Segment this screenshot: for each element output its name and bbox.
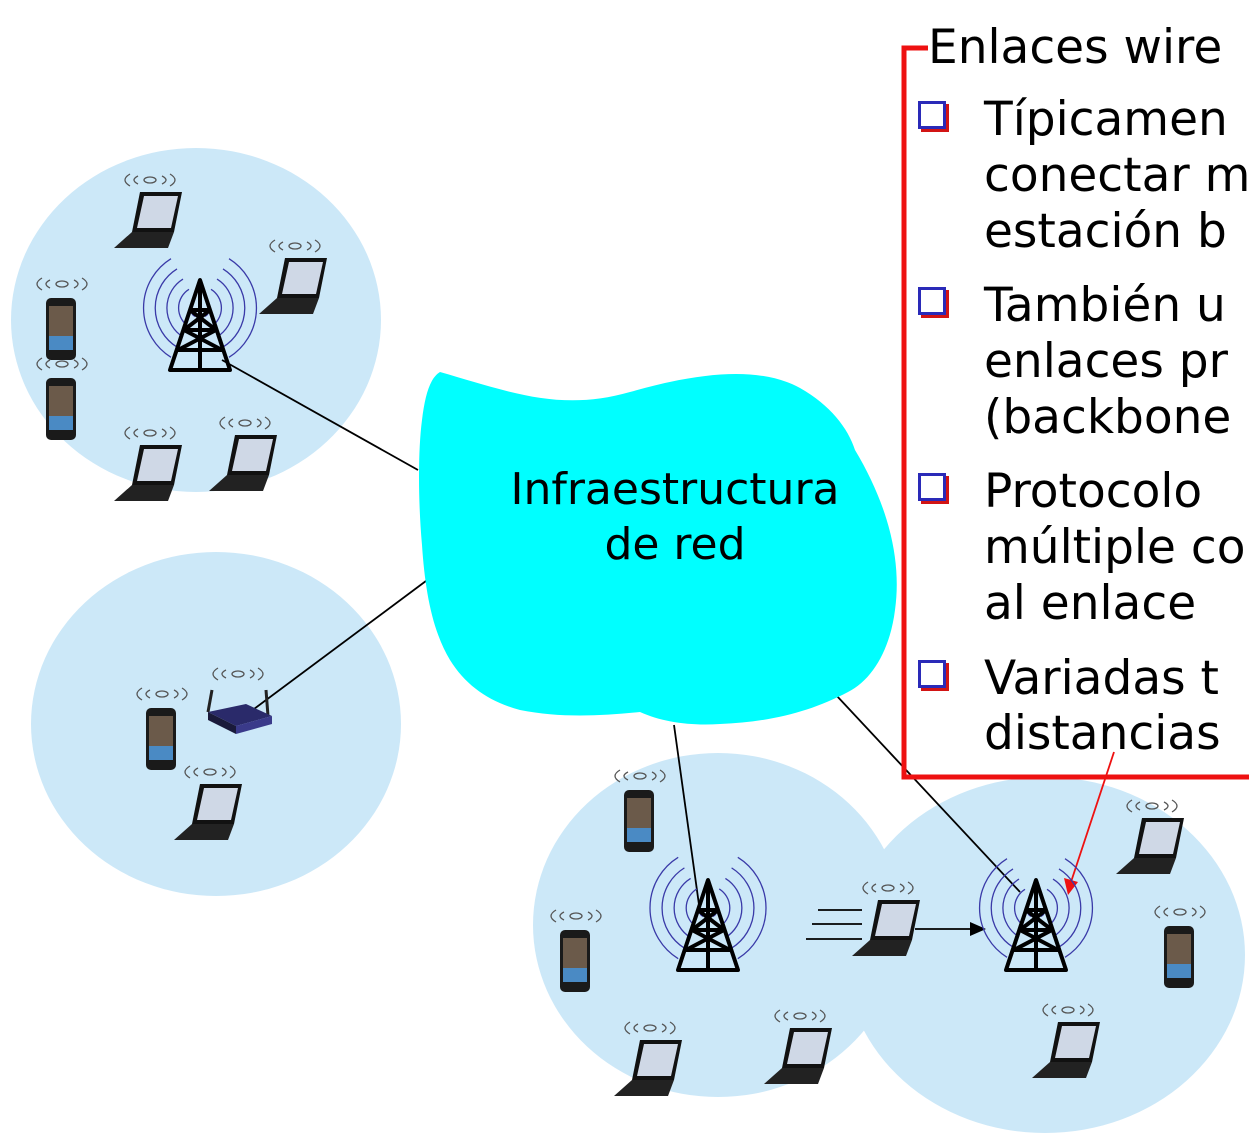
- bullet-2-line-2: enlaces pr: [984, 334, 1228, 389]
- link-br-cloud: [835, 694, 1021, 893]
- wireless-signal-icon: [124, 426, 176, 440]
- smartphone-icon: [36, 357, 88, 440]
- smartphone-icon: [550, 909, 602, 992]
- laptop-icon: [209, 416, 277, 491]
- bullet-4-line-2: distancias: [984, 706, 1221, 761]
- bullet-3-line-3: al enlace: [984, 576, 1197, 631]
- bullet-1-line-2: conectar m: [984, 148, 1249, 203]
- laptop-icon: [114, 173, 182, 248]
- bullet-marker: [918, 101, 946, 129]
- bullet-1-line-3: estación b: [984, 204, 1227, 259]
- mobility-indicator: [806, 909, 972, 940]
- bullet-2-line-1: También u: [984, 278, 1226, 333]
- wireless-signal-icon: [614, 769, 666, 783]
- bullet-marker: [918, 287, 946, 315]
- mobility-arrow-head: [970, 922, 986, 936]
- wireless-router-icon: [206, 667, 272, 734]
- wireless-signal-icon: [36, 277, 88, 291]
- smartphone-icon: [36, 277, 88, 360]
- wireless-signal-icon: [219, 416, 271, 430]
- smartphone-icon: [136, 687, 188, 770]
- wireless-signal-icon: [1042, 1003, 1094, 1017]
- laptop-icon: [1116, 799, 1184, 874]
- smartphone-icon: [614, 769, 666, 852]
- bullet-3-line-1: Protocolo: [984, 464, 1203, 519]
- cells: [11, 148, 1245, 1133]
- laptop-icon: [259, 239, 327, 314]
- bullet-2-line-3: (backbone: [984, 390, 1232, 445]
- cloud-label: Infraestructura de red: [470, 462, 880, 572]
- callout-pointer-head: [1064, 878, 1078, 895]
- base-station-tower-icon: [649, 856, 767, 972]
- bullet-4-line-1: Variadas t: [984, 651, 1219, 706]
- smartphone-icon: [1154, 905, 1206, 988]
- laptop-icon: [852, 881, 920, 956]
- base-station-tower-icon: [978, 858, 1094, 972]
- wireless-signal-icon: [184, 765, 236, 779]
- callout-pointer: [1069, 751, 1115, 886]
- wireless-signal-icon: [124, 173, 176, 187]
- link-ml-cloud: [249, 571, 439, 713]
- wireless-signal-icon: [136, 687, 188, 701]
- link-bc-cloud: [673, 724, 701, 913]
- base-station-tower-icon: [142, 258, 258, 372]
- wireless-signal-icon: [36, 357, 88, 371]
- laptop-icon: [614, 1021, 682, 1096]
- laptop-icon: [764, 1009, 832, 1084]
- panel-title: Enlaces wire: [928, 20, 1223, 75]
- cloud-label-line-2: de red: [604, 519, 746, 570]
- bullet-1-line-1: Típicamen: [984, 92, 1228, 147]
- bullet-marker: [918, 660, 946, 688]
- bullet-marker: [918, 473, 946, 501]
- link-tl-cloud: [221, 359, 419, 471]
- bullet-3-line-2: múltiple co: [984, 520, 1246, 575]
- wireless-signal-icon: [862, 881, 914, 895]
- cloud-label-line-1: Infraestructura: [510, 464, 840, 515]
- wireless-signal-icon: [1126, 799, 1178, 813]
- wireless-signal-icon: [269, 239, 321, 253]
- wireless-signal-icon: [774, 1009, 826, 1023]
- laptop-icon: [174, 765, 242, 840]
- wireless-signal-icon: [1154, 905, 1206, 919]
- laptop-icon: [1032, 1003, 1100, 1078]
- laptop-icon: [114, 426, 182, 501]
- network-cloud: [419, 372, 897, 725]
- wireless-signal-icon: [212, 667, 264, 681]
- callout-panel-border: [901, 45, 1249, 780]
- links: [221, 359, 1021, 913]
- wireless-signal-icon: [550, 909, 602, 923]
- wireless-signal-icon: [624, 1021, 676, 1035]
- devices: [36, 173, 1206, 1096]
